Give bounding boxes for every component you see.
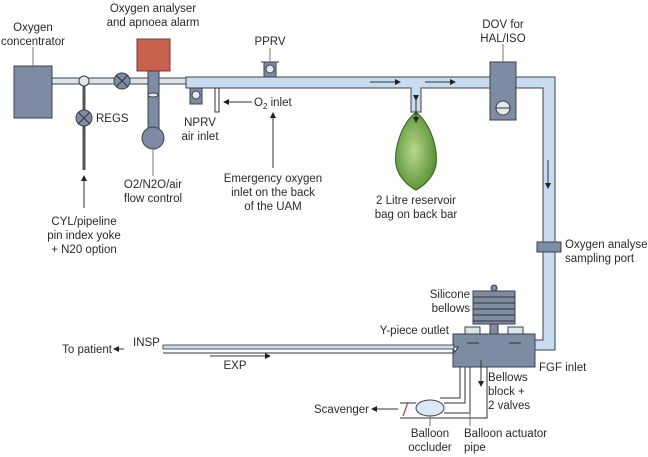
flowmeter-tube — [147, 70, 160, 130]
junction — [78, 75, 90, 87]
insp-label: INSP — [133, 337, 160, 349]
flow-control-knob[interactable] — [141, 126, 165, 150]
fgf-inlet-label: FGF inlet — [539, 362, 587, 374]
to-patient-label: To patient — [62, 344, 113, 356]
valve-cap — [464, 326, 481, 335]
y-piece-outlet-label: Y-piece outlet — [380, 325, 450, 337]
regs-label: REGS — [96, 113, 129, 125]
exp-label: EXP — [223, 360, 246, 372]
valve-cap — [507, 326, 524, 335]
pprv-label: PPRV — [254, 36, 285, 48]
inspiratory-line — [162, 344, 455, 350]
regulator-valve-icon — [75, 109, 93, 127]
balloon-actuator-pipe — [440, 367, 471, 414]
bellows-block — [452, 333, 536, 368]
bellows-knob — [490, 284, 498, 292]
balloon-occluder — [415, 399, 445, 417]
o2-inlet-port — [214, 87, 220, 113]
pprv-ball — [265, 64, 275, 74]
silicone-bellows — [472, 290, 516, 325]
nprv-ball — [191, 90, 201, 100]
reservoir-bag — [395, 111, 437, 191]
flowmeter-bobbin — [147, 92, 159, 98]
oxygen-analyser-sampling-port — [536, 241, 562, 253]
oxygen-analyser-alarm — [136, 38, 171, 72]
occluder-mark — [402, 401, 409, 417]
regulator-valve-icon — [113, 72, 131, 90]
main-circuit-tube — [185, 76, 556, 351]
oxygen-concentrator — [13, 65, 53, 119]
o2-inlet-label: O2 inlet — [254, 97, 293, 111]
bellows-stem — [489, 323, 499, 335]
scavenger-label: Scavenger — [314, 404, 369, 416]
